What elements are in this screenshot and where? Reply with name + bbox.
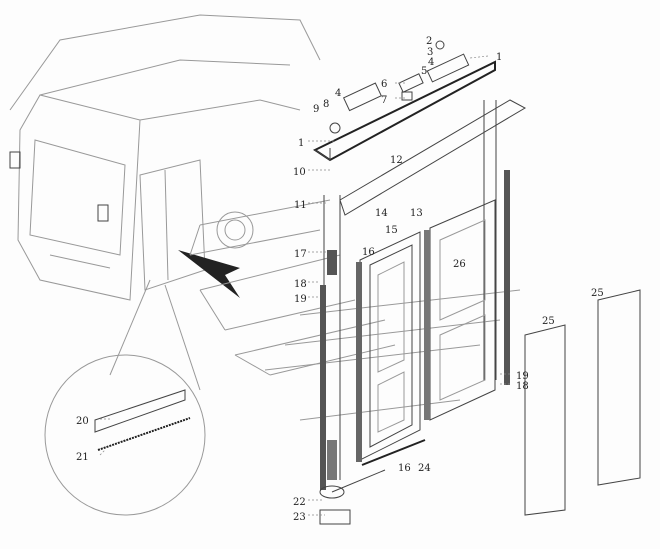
callout-8: 8 bbox=[323, 99, 329, 110]
callout-15: 15 bbox=[385, 225, 398, 236]
rotary-pillar-left bbox=[319, 195, 386, 525]
bottom-bearing-plate bbox=[319, 509, 351, 525]
callout-24: 24 bbox=[418, 463, 431, 474]
callout-1b: 1 bbox=[298, 138, 304, 149]
callout-20: 20 bbox=[76, 416, 89, 427]
reference-planes bbox=[189, 199, 521, 421]
callout-22: 22 bbox=[293, 497, 306, 508]
callout-1: 1 bbox=[496, 52, 502, 63]
detail-magnifier bbox=[44, 354, 206, 516]
callout-19b: 19 bbox=[516, 371, 529, 382]
callout-6: 6 bbox=[381, 79, 387, 90]
callout-16: 16 bbox=[362, 247, 375, 258]
leader-lines bbox=[99, 55, 510, 516]
callout-21: 21 bbox=[76, 452, 89, 463]
callout-11: 11 bbox=[294, 200, 307, 211]
door-leaf-right bbox=[424, 199, 496, 421]
callout-10: 10 bbox=[293, 167, 306, 178]
direction-arrow bbox=[178, 250, 240, 298]
seal-strip-right bbox=[504, 170, 510, 385]
callout-25b: 25 bbox=[591, 288, 604, 299]
callout-23: 23 bbox=[293, 512, 306, 523]
header-beam bbox=[339, 99, 527, 216]
callout-14: 14 bbox=[375, 208, 388, 219]
door-leaf-left bbox=[356, 231, 426, 466]
bus-front-illustration bbox=[9, 14, 321, 301]
mirror-right bbox=[97, 204, 109, 222]
callout-labels: 1 2 3 4 5 6 7 4 8 9 1 10 12 11 14 13 15 … bbox=[76, 36, 604, 523]
glass-panel-2 bbox=[597, 289, 641, 486]
callout-5: 5 bbox=[421, 66, 427, 77]
callout-13: 13 bbox=[410, 208, 423, 219]
callout-7: 7 bbox=[381, 95, 387, 106]
callout-16b: 16 bbox=[398, 463, 411, 474]
callout-18b: 18 bbox=[516, 381, 529, 392]
callout-4b: 4 bbox=[335, 88, 341, 99]
callout-4: 4 bbox=[428, 57, 434, 68]
glass-panel-1 bbox=[524, 324, 566, 516]
cylinder-beam-assembly bbox=[312, 40, 496, 162]
callout-25: 25 bbox=[542, 316, 555, 327]
callout-12: 12 bbox=[390, 155, 403, 166]
mirror-left bbox=[9, 151, 21, 169]
callout-3: 3 bbox=[427, 47, 433, 58]
callout-9: 9 bbox=[313, 104, 319, 115]
callout-2: 2 bbox=[426, 36, 432, 47]
callout-19: 19 bbox=[294, 294, 307, 305]
callout-17: 17 bbox=[294, 249, 307, 260]
rotary-pillar-right bbox=[483, 100, 497, 380]
wheel bbox=[216, 211, 254, 249]
callout-18: 18 bbox=[294, 279, 307, 290]
callout-26: 26 bbox=[453, 259, 466, 270]
